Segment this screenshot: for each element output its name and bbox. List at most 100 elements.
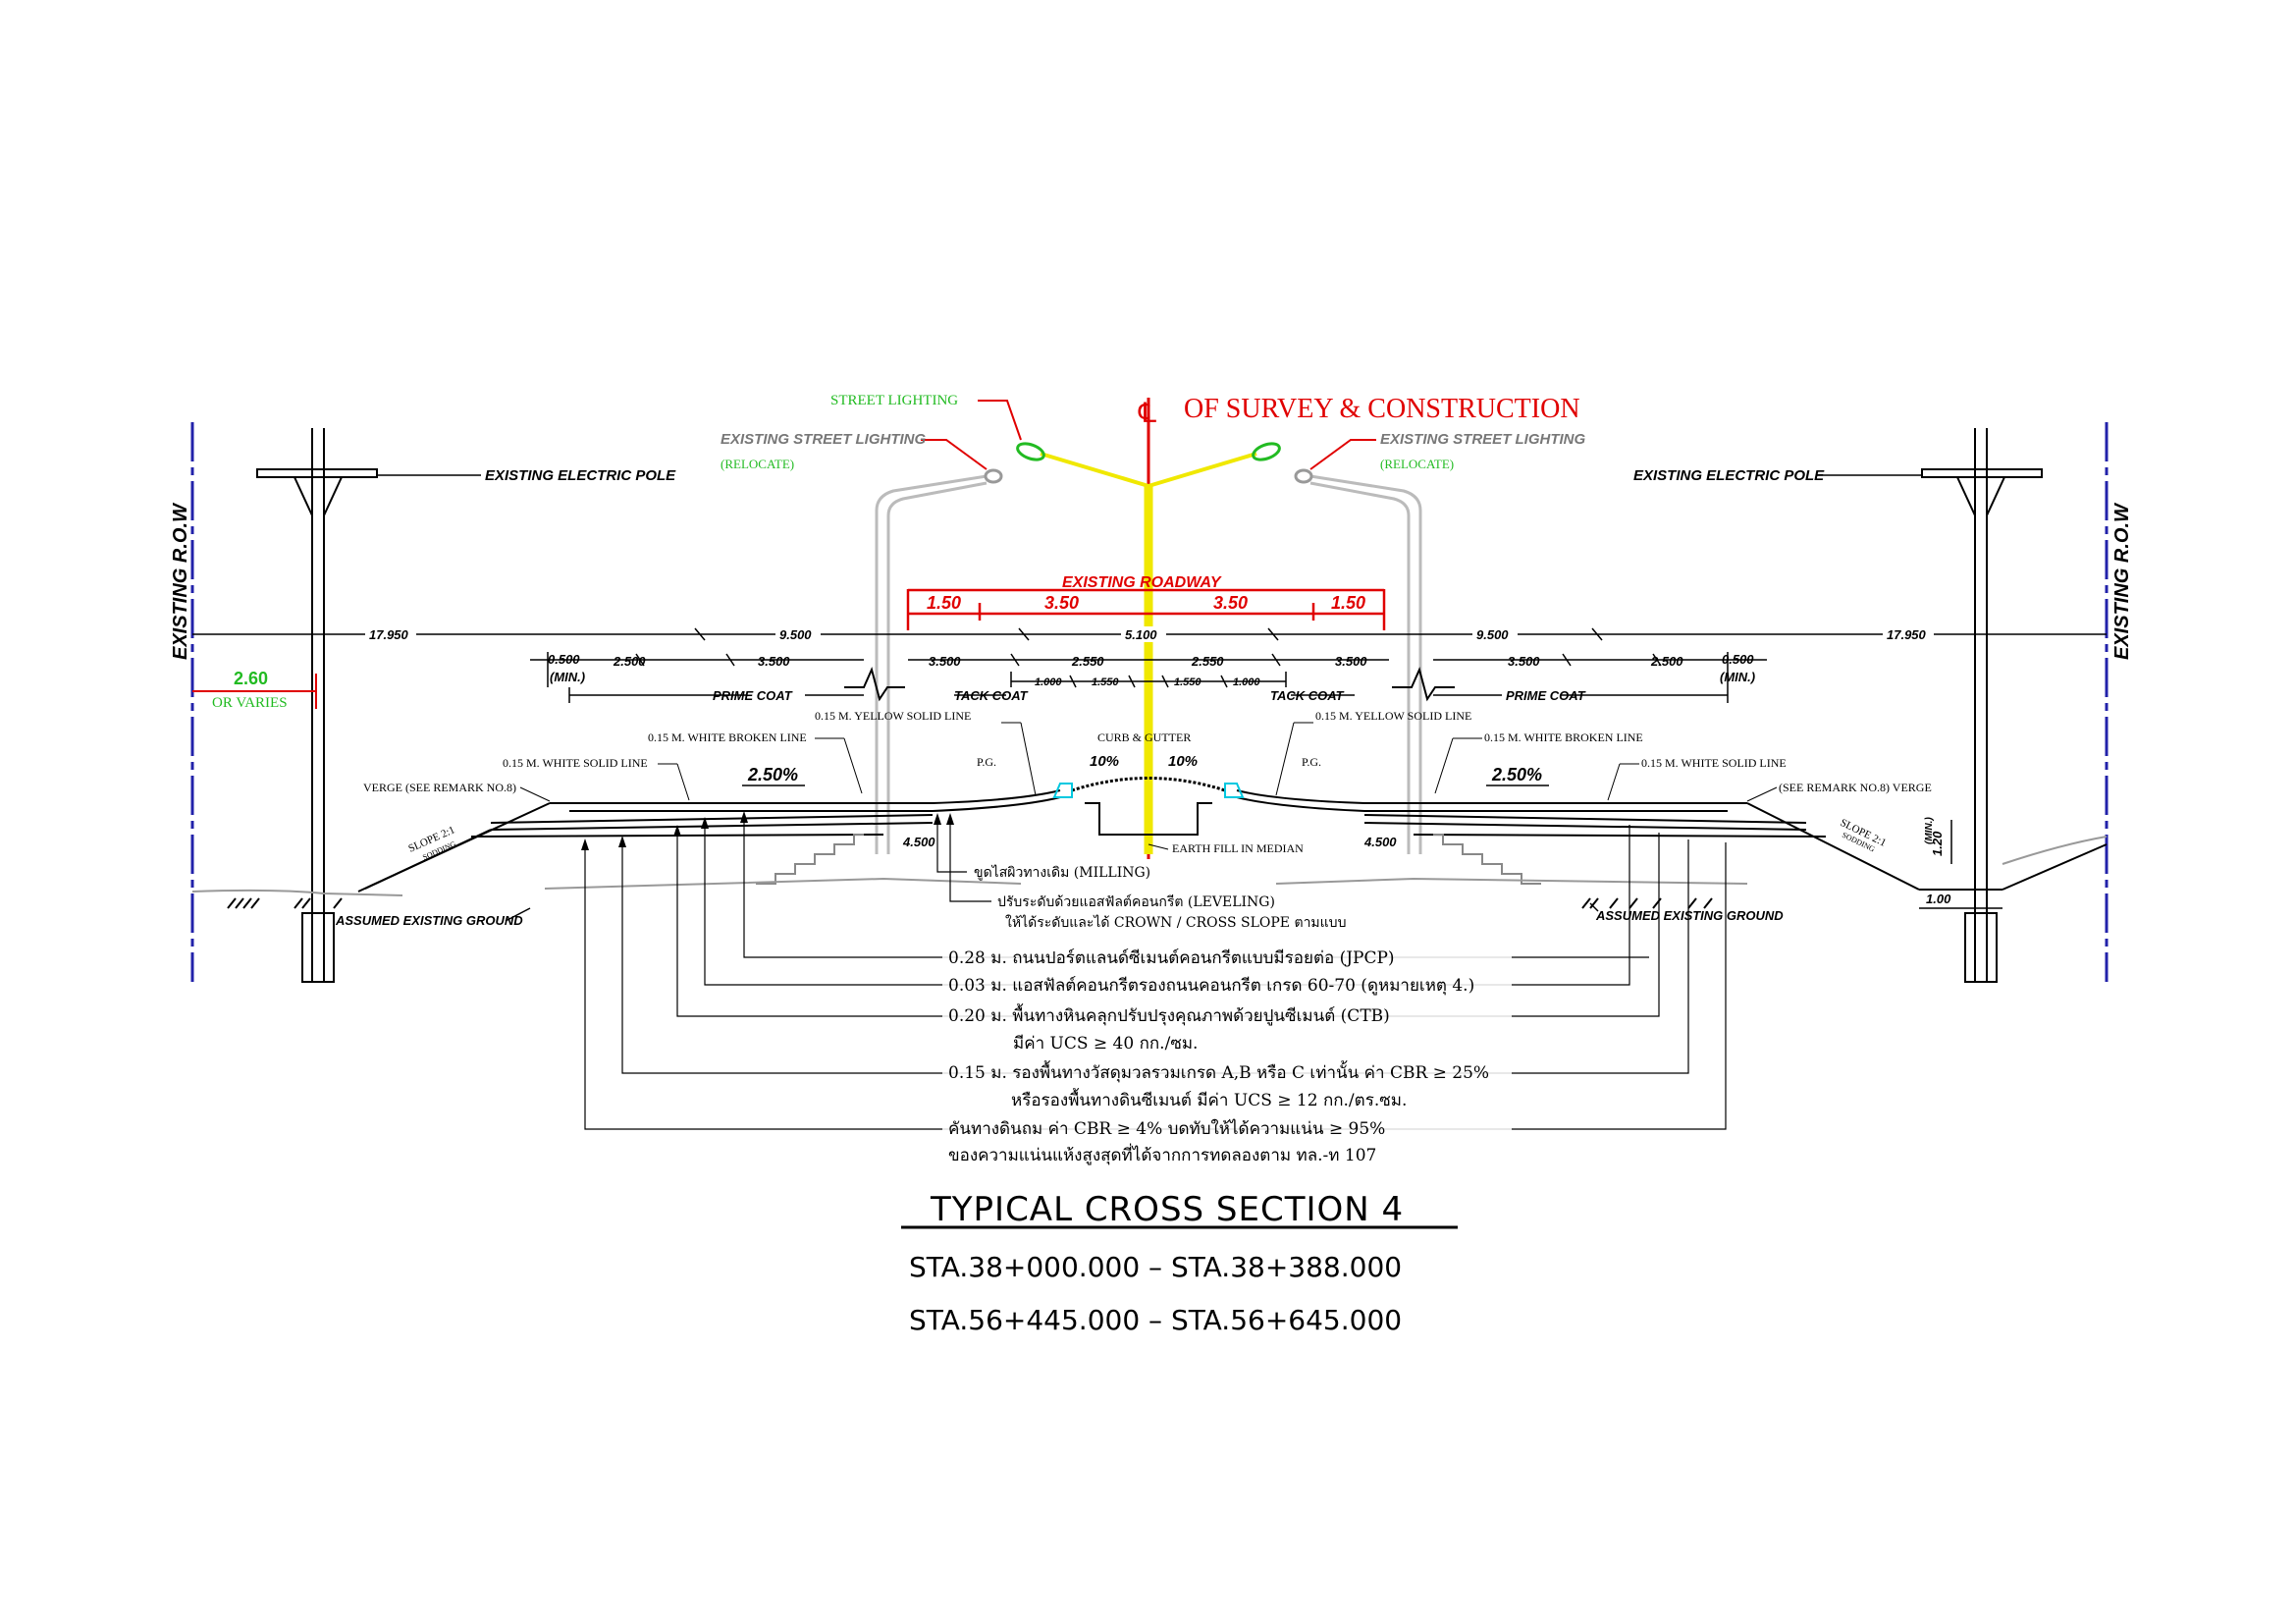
- dim-min-right: (MIN.): [1720, 670, 1755, 684]
- verge-label-right: (SEE REMARK NO.8) VERGE: [1779, 781, 1932, 794]
- embankment-left: [357, 802, 551, 893]
- relocate-label-right: (RELOCATE): [1380, 457, 1454, 471]
- milling-note: ขูดไสผิวทางเดิม (MILLING): [974, 864, 1150, 881]
- ground-hatch-left: [227, 897, 343, 909]
- existing-ground-center: [544, 877, 1022, 890]
- existing-street-lighting-label-right: EXISTING STREET LIGHTING: [1380, 431, 1586, 448]
- existing-ground-right: [2002, 836, 2108, 865]
- row-offset-dim: 2.60: [234, 669, 268, 688]
- existing-roadway-label: EXISTING ROADWAY: [1062, 574, 1222, 591]
- median: [1052, 777, 1245, 836]
- dim-2500-left: 2.500: [613, 654, 646, 669]
- cross-slope-right: 2.50%: [1491, 765, 1542, 784]
- median-slope-right: 10%: [1168, 753, 1198, 770]
- break-symbol-left: [844, 667, 905, 702]
- centerline-label: OF SURVEY & CONSTRUCTION: [1184, 394, 1580, 424]
- assumed-ground-label-left: ASSUMED EXISTING GROUND: [335, 913, 523, 928]
- pavement-left: [470, 789, 1061, 838]
- row-offset-varies: OR VARIES: [212, 695, 288, 711]
- roadway-dim-3: 3.50: [1213, 593, 1248, 613]
- dim-3500-left-a: 3.500: [758, 654, 790, 669]
- white-broken-label-right: 0.15 M. WHITE BROKEN LINE: [1484, 730, 1643, 744]
- existing-street-light-left: [875, 468, 1003, 854]
- dim-3500-right-a: 3.500: [1508, 654, 1540, 669]
- median-slope-left: 10%: [1090, 753, 1119, 770]
- roadway-dim-2: 3.50: [1044, 593, 1079, 613]
- layer-subbase-alt: หรือรองพื้นทางดินซีเมนต์ มีค่า UCS ≥ 12 …: [1011, 1088, 1407, 1110]
- dim-min-left: (MIN.): [550, 670, 585, 684]
- layer-embankment-note: ของความแน่นแห้งสูงสุดที่ได้จากการทดลองตา…: [948, 1143, 1376, 1165]
- pg-label-right: P.G.: [1302, 755, 1321, 769]
- layer-ac: 0.03 ม. แอสฟัลต์คอนกรีตรองถนนคอนกรีต เกร…: [948, 976, 1474, 996]
- street-lighting-label: STREET LIGHTING: [830, 393, 958, 408]
- dim-9500-right: 9.500: [1476, 627, 1509, 642]
- electric-pole-label-left: EXISTING ELECTRIC POLE: [485, 467, 676, 484]
- dim-1550-left: 1.550: [1092, 676, 1119, 688]
- dim-2500-right: 2.500: [1650, 654, 1683, 669]
- layer-subbase: 0.15 ม. รองพื้นทางวัสดุมวลรวมเกรด A,B หร…: [948, 1060, 1489, 1083]
- dim-500-left: 0.500: [548, 652, 580, 667]
- yellow-line-label-left: 0.15 M. YELLOW SOLID LINE: [815, 709, 971, 723]
- dim-1000-right: 1.000: [1233, 676, 1260, 688]
- existing-street-light-right: [1294, 468, 1422, 854]
- row-label-left: EXISTING R.O.W: [170, 502, 191, 660]
- drawing-title: TYPICAL CROSS SECTION 4: [930, 1190, 1404, 1229]
- roadway-dim-1: 1.50: [927, 593, 961, 613]
- layer-ctb: 0.20 ม. พื้นทางหินคลุกปรับปรุงคุณภาพด้วย…: [948, 1003, 1390, 1026]
- dim-5100-median: 5.100: [1125, 627, 1157, 642]
- electric-pole-left: [256, 428, 378, 983]
- white-broken-label-left: 0.15 M. WHITE BROKEN LINE: [648, 730, 807, 744]
- pavement-right: [1236, 789, 1827, 838]
- existing-ground-left: [191, 889, 403, 896]
- dim-1000-left: 1.000: [1035, 676, 1062, 688]
- dim-9500-left: 9.500: [779, 627, 812, 642]
- relocate-label-left: (RELOCATE): [721, 457, 794, 471]
- lane-dimension-line: [530, 652, 1767, 687]
- leveling-note-1: ปรับระดับด้วยแอสฟัลต์คอนกรีต (LEVELING): [997, 893, 1275, 910]
- existing-roadway-dimension: [906, 588, 1386, 630]
- dim-4500-left: 4.500: [902, 835, 935, 849]
- station-range-2: STA.56+445.000 – STA.56+645.000: [909, 1304, 1402, 1336]
- tack-coat-left: TACK COAT: [954, 688, 1029, 703]
- street-lighting: [1016, 442, 1281, 854]
- earth-fill-median-label: EARTH FILL IN MEDIAN: [1172, 841, 1304, 855]
- depth-dim: 1.20: [1930, 831, 1945, 856]
- row-label-right: EXISTING R.O.W: [2111, 502, 2133, 660]
- white-solid-label-right: 0.15 M. WHITE SOLID LINE: [1641, 756, 1787, 770]
- min-dim-right: (MIN.): [1924, 817, 1935, 844]
- existing-ground-center-r: [1275, 877, 1748, 885]
- dim-2550-right: 2.550: [1191, 654, 1224, 669]
- embankment-right: [1746, 802, 2108, 891]
- dim-1550-right: 1.550: [1174, 676, 1201, 688]
- dim-4500-right: 4.500: [1363, 835, 1397, 849]
- dim-500-right: 0.500: [1722, 652, 1754, 667]
- tack-coat-right: TACK COAT: [1270, 688, 1345, 703]
- roadway-dim-4: 1.50: [1331, 593, 1365, 613]
- dim-17950-right: 17.950: [1887, 627, 1927, 642]
- existing-street-lighting-label-left: EXISTING STREET LIGHTING: [721, 431, 927, 448]
- curb-gutter-label: CURB & GUTTER: [1097, 730, 1191, 744]
- white-solid-label-left: 0.15 M. WHITE SOLID LINE: [503, 756, 648, 770]
- station-range-1: STA.38+000.000 – STA.38+388.000: [909, 1251, 1402, 1283]
- electric-pole-label-right: EXISTING ELECTRIC POLE: [1633, 467, 1825, 484]
- dim-3500-left-b: 3.500: [929, 654, 961, 669]
- yellow-line-label-right: 0.15 M. YELLOW SOLID LINE: [1315, 709, 1471, 723]
- assumed-ground-label-right: ASSUMED EXISTING GROUND: [1595, 908, 1784, 923]
- pg-label-left: P.G.: [977, 755, 996, 769]
- layer-embankment: คันทางดินถม ค่า CBR ≥ 4% บดทับให้ได้ความ…: [948, 1118, 1385, 1139]
- ditch-dim: 1.00: [1926, 892, 1951, 906]
- benching-right: [1433, 834, 1541, 885]
- prime-coat-right: PRIME COAT: [1506, 688, 1586, 703]
- dim-2550-left: 2.550: [1071, 654, 1104, 669]
- leveling-note-2: ให้ได้ระดับและได้ CROWN / CROSS SLOPE ตา…: [1005, 914, 1346, 931]
- dim-3500-right-b: 3.500: [1335, 654, 1367, 669]
- ground-hatch-right: [1581, 897, 1713, 909]
- layer-jpcp: 0.28 ม. ถนนปอร์ตแลนด์ซีเมนต์คอนกรีตแบบมี…: [948, 948, 1395, 968]
- dim-17950-left: 17.950: [369, 627, 409, 642]
- verge-label-left: VERGE (SEE REMARK NO.8): [363, 781, 516, 794]
- cross-slope-left: 2.50%: [747, 765, 798, 784]
- prime-coat-left: PRIME COAT: [713, 688, 793, 703]
- centerline-symbol: ℄: [1138, 397, 1156, 429]
- break-symbol-right: [1392, 667, 1455, 702]
